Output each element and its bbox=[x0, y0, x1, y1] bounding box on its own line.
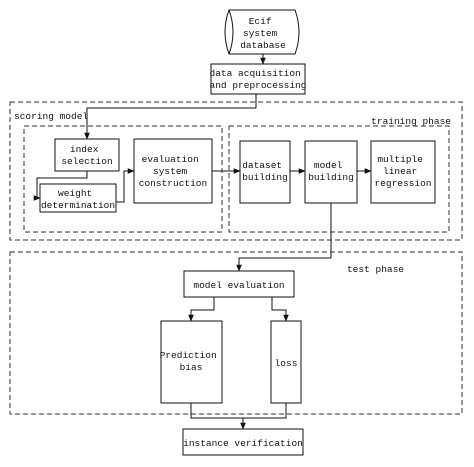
instance-verification-box bbox=[182, 428, 304, 456]
acquisition-line-1: data acquisition bbox=[210, 68, 301, 79]
arrow-index-to-weight bbox=[33, 171, 88, 201]
weight-determination-line-1: weight bbox=[58, 188, 92, 199]
arrow-acquisition-to-index bbox=[84, 94, 257, 140]
index-selection-line-2: selection bbox=[61, 156, 112, 167]
model-building-line-2: building bbox=[308, 172, 354, 183]
arrow-evaluation-to-bias bbox=[188, 297, 215, 322]
evaluation-system-line-3: construction bbox=[139, 178, 207, 189]
svg-text:dataset building: dataset building bbox=[242, 160, 288, 183]
prediction-bias-line-1: Prediction bbox=[160, 350, 217, 361]
acquisition-line-2: and preprocessing bbox=[210, 80, 307, 91]
dataset-building-line-1: dataset bbox=[242, 160, 282, 171]
ecif-database-node: Ecif system database bbox=[224, 9, 300, 55]
test-phase-region bbox=[9, 251, 463, 415]
test-phase-label: test phase bbox=[347, 264, 404, 275]
database-line-2: system bbox=[243, 28, 278, 39]
svg-text:Prediction bias: Prediction bias bbox=[160, 350, 223, 373]
evaluation-system-line-2: system bbox=[153, 166, 188, 177]
line-loss-to-verification bbox=[243, 403, 287, 419]
database-line-3: database bbox=[240, 40, 286, 51]
svg-text:Ecif system databa: Ecif system database bbox=[240, 16, 286, 51]
connectors bbox=[33, 54, 372, 430]
training-phase-label: training phase bbox=[371, 116, 451, 127]
scoring-model-region bbox=[23, 125, 223, 233]
model-evaluation-box bbox=[183, 270, 295, 298]
svg-text:index selection: index selection bbox=[61, 144, 112, 167]
weight-determination-box bbox=[39, 183, 117, 213]
svg-text:model building: model building bbox=[308, 160, 354, 183]
regression-line-2: linear bbox=[383, 166, 417, 177]
dataset-building-box bbox=[239, 140, 291, 204]
scoring-model-label: scoring model bbox=[14, 111, 88, 122]
svg-text:weight determination: weight determination bbox=[41, 188, 115, 211]
regression-box bbox=[370, 140, 436, 204]
regression-line-1: multiple bbox=[377, 154, 423, 165]
svg-text:data acquisition and prepr: data acquisition and preprocessing bbox=[210, 68, 307, 91]
arrow-model-to-evaluation bbox=[236, 203, 332, 272]
prediction-bias-box bbox=[160, 320, 223, 404]
prediction-bias-line-2: bias bbox=[180, 362, 203, 373]
outer-region-border bbox=[9, 101, 463, 241]
training-phase-region bbox=[228, 125, 450, 233]
svg-text:multiple linear regres: multiple linear regression bbox=[374, 154, 431, 189]
regression-line-3: regression bbox=[374, 178, 431, 189]
loss-box bbox=[270, 320, 302, 404]
weight-determination-line-2: determination bbox=[41, 200, 115, 211]
arrow-bias-to-verification bbox=[190, 403, 246, 430]
svg-text:evaluation system cons: evaluation system construction bbox=[139, 154, 207, 189]
model-evaluation-label: model evaluation bbox=[193, 280, 284, 291]
database-line-1: Ecif bbox=[249, 16, 272, 27]
dataset-building-line-2: building bbox=[242, 172, 288, 183]
model-building-line-1: model bbox=[314, 160, 343, 171]
arrow-evaluation-to-loss bbox=[271, 297, 289, 322]
arrow-weight-to-evaluation bbox=[116, 168, 135, 203]
evaluation-system-line-1: evaluation bbox=[142, 154, 199, 165]
index-selection-line-1: index bbox=[70, 144, 99, 155]
instance-verification-label: instance verification bbox=[183, 438, 303, 449]
loss-label: loss bbox=[275, 358, 298, 369]
data-acquisition-box bbox=[210, 63, 306, 95]
